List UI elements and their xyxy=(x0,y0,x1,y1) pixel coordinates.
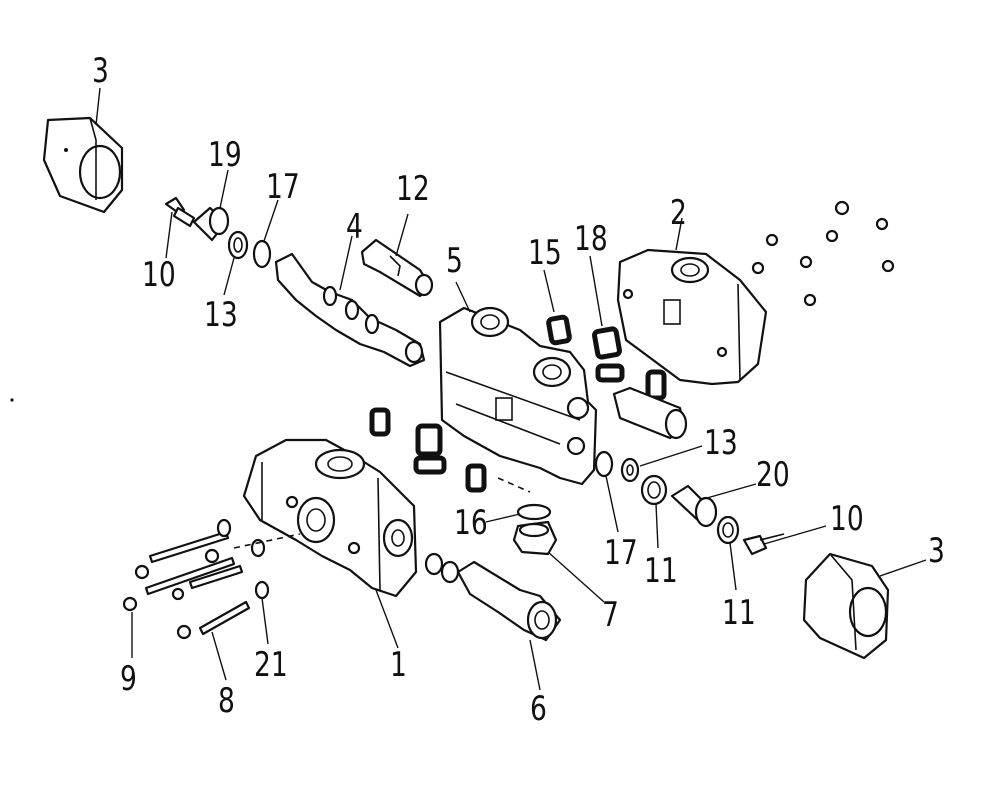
o-ring-right xyxy=(594,450,619,533)
callout-6: 6 xyxy=(530,689,547,729)
washer-left xyxy=(223,230,249,296)
callout-19: 19 xyxy=(208,135,242,175)
callout-11-right: 11 xyxy=(722,593,756,633)
o-ring-left xyxy=(252,199,279,269)
callout-17-right: 17 xyxy=(604,533,638,573)
callout-15: 15 xyxy=(528,233,562,273)
washers-21 xyxy=(216,518,270,645)
valve-section-middle xyxy=(438,281,598,486)
nuts-9 xyxy=(122,548,220,658)
assembly-guide-lines xyxy=(233,477,531,549)
tie-rods-8 xyxy=(144,530,251,681)
washer-right xyxy=(620,445,703,483)
callout-4: 4 xyxy=(346,207,363,247)
callout-11-mid: 11 xyxy=(644,551,678,591)
callout-21: 21 xyxy=(254,645,288,685)
valve-cartridge-6 xyxy=(424,552,562,691)
bolt-right xyxy=(742,525,827,556)
bushing-right xyxy=(640,474,668,549)
callout-7: 7 xyxy=(602,595,619,635)
fitting-7 xyxy=(512,520,605,603)
callout-10-left: 10 xyxy=(142,255,176,295)
end-cap-bottom-right xyxy=(802,552,927,660)
callout-3-right: 3 xyxy=(928,531,945,571)
ring-right xyxy=(716,515,740,591)
bolt-left xyxy=(164,196,196,259)
spool xyxy=(274,235,426,368)
seal-15 xyxy=(543,269,572,346)
seals-between-sections xyxy=(369,407,487,493)
callout-10-right: 10 xyxy=(830,499,864,539)
callout-16: 16 xyxy=(454,503,488,543)
end-cap-top-left xyxy=(42,87,124,214)
o-ring-16 xyxy=(485,503,552,523)
callout-3-top: 3 xyxy=(92,51,109,91)
callout-8: 8 xyxy=(218,681,235,721)
callout-1: 1 xyxy=(390,645,407,685)
callout-5: 5 xyxy=(446,241,463,281)
callout-9: 9 xyxy=(120,659,137,699)
stray-dot xyxy=(10,398,14,402)
callout-20: 20 xyxy=(756,455,790,495)
nuts-cluster xyxy=(751,200,895,307)
sleeve xyxy=(192,169,230,242)
callout-18: 18 xyxy=(574,219,608,259)
plug-right xyxy=(612,386,688,440)
callout-17-left: 17 xyxy=(266,167,300,207)
relief-valve-cartridge xyxy=(360,213,434,298)
callout-12: 12 xyxy=(396,169,430,209)
callout-2: 2 xyxy=(670,193,687,233)
sleeve-right xyxy=(670,483,757,528)
valve-section-right xyxy=(616,217,768,386)
callout-13-right: 13 xyxy=(704,423,738,463)
callout-13-left: 13 xyxy=(204,295,238,335)
valve-section-left xyxy=(242,438,418,649)
